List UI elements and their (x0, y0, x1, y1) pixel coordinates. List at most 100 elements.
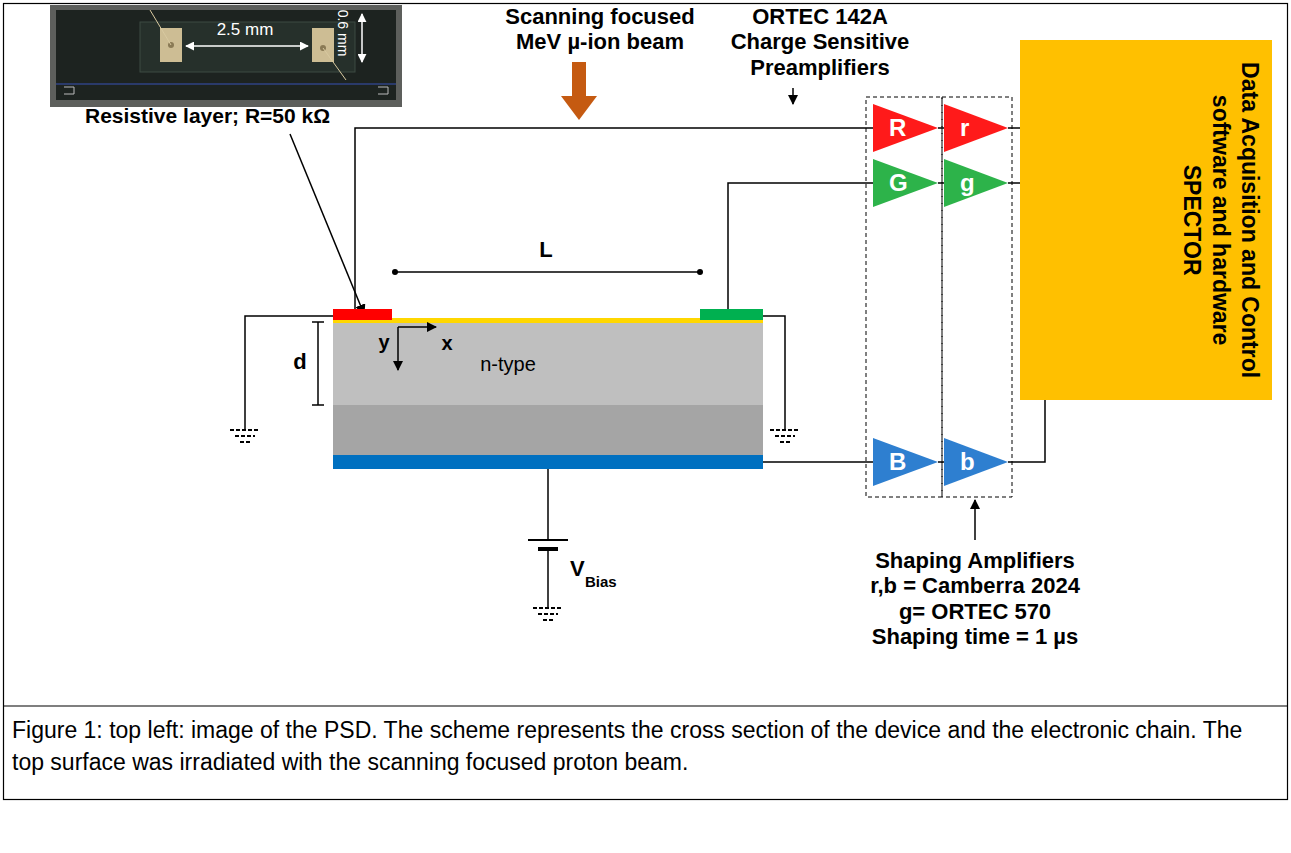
ground-symbol (240, 441, 250, 443)
axis-label: x (441, 332, 452, 355)
amplifier-triangle-fill (944, 104, 1008, 152)
leader-line (290, 134, 364, 314)
signal-wire (763, 461, 873, 463)
callout-label: Resistive layer; R=50 kΩ (85, 104, 330, 128)
dashed-group-box (866, 97, 942, 497)
amplifier-triangle-fill (873, 104, 938, 152)
dimension-arrow (361, 14, 363, 62)
dimension-label: L (539, 237, 552, 262)
amplifier-triangle-fill (873, 438, 938, 486)
dimension-line (395, 271, 700, 273)
label-holder: d (293, 349, 306, 374)
chip-mark (378, 87, 388, 94)
box-text: Data Acquisition and Control software an… (1178, 50, 1264, 390)
dimension-label: 0.6 mm (335, 10, 351, 57)
signal-connector (1008, 400, 1045, 462)
amplifier-letter: R (889, 114, 906, 142)
signal-connector (938, 461, 944, 463)
label-holder: Shaping Amplifiers r,b = Camberra 2024 g… (864, 548, 1086, 649)
shaping-amplifier-triangle: b (944, 438, 1008, 486)
chip-mark (64, 87, 74, 94)
caption-divider (4, 705, 1288, 706)
ground-symbol (533, 607, 563, 609)
shaping-amplifier-triangle: r (944, 104, 1008, 152)
figure-caption: Figure 1: top left: image of the PSD. Th… (12, 714, 1278, 778)
axis-label: y (378, 331, 389, 354)
dimension-line (317, 322, 319, 405)
signal-wire (728, 183, 873, 309)
preamplifier-triangle: G (873, 159, 938, 207)
contact-pad (312, 28, 334, 62)
preamplifier-triangle: B (873, 438, 938, 486)
label-holder: L (539, 237, 552, 262)
bias-wire (547, 469, 549, 540)
figure-frame (4, 4, 1288, 800)
bond-wire (150, 10, 171, 45)
battery-symbol (528, 539, 568, 541)
amplifier-triangle-fill (944, 159, 1008, 207)
axis-arrow (397, 327, 399, 370)
label-holder: V (570, 556, 585, 581)
ground-symbol (538, 613, 558, 615)
amplifier-triangle-fill (944, 438, 1008, 486)
triangle-outline (944, 159, 1008, 207)
ground-symbol (775, 435, 795, 437)
dimension-label: d (293, 349, 306, 374)
shaping-label: Shaping Amplifiers r,b = Camberra 2024 g… (864, 548, 1086, 649)
n-type-layer (333, 322, 763, 405)
voltage-subscript: Bias (585, 573, 617, 590)
ground-symbol (780, 441, 790, 443)
pointer-arrow (792, 88, 794, 104)
signal-wire (355, 128, 873, 309)
triangle-outline (944, 438, 1008, 486)
voltage-symbol: V (570, 556, 585, 581)
signal-connector (1008, 127, 1020, 129)
pointer-arrow (974, 500, 976, 540)
green-contact (700, 309, 763, 320)
triangle-outline (944, 104, 1008, 152)
n-type-region: n-type (333, 324, 763, 405)
dimension-end (312, 321, 324, 323)
ground-symbol (543, 619, 553, 621)
signal-connector (938, 182, 944, 184)
amplifier-letter: r (960, 114, 969, 142)
ground-symbol (230, 429, 260, 431)
label-holder: Resistive layer; R=50 kΩ (85, 104, 330, 128)
label-holder: x (441, 332, 452, 355)
label-holder: 0.6 mm (335, 10, 351, 57)
ground-wire (245, 316, 333, 430)
label-holder: Bias (585, 573, 617, 590)
amplifier-triangle-fill (873, 159, 938, 207)
label-holder: 2.5 mm (217, 20, 274, 40)
bias-wire (547, 549, 549, 608)
back-electrode (333, 455, 763, 469)
amplifier-letter: G (889, 169, 908, 197)
label-holder: ORTEC 142A Charge Sensitive Preamplifier… (727, 4, 914, 80)
caption-holder: Figure 1: top left: image of the PSD. Th… (12, 714, 1278, 778)
preamplifier-triangle: R (873, 104, 938, 152)
amplifier-letter: g (960, 169, 975, 197)
daq-box: Data Acquisition and Control software an… (1020, 40, 1272, 400)
resistive-layer (333, 318, 763, 323)
label-holder: Scanning focused MeV µ-ion beam (500, 4, 700, 55)
dimension-end (392, 269, 398, 275)
ground-wire (763, 316, 785, 430)
ground-symbol (770, 429, 800, 431)
chip-photo (56, 10, 396, 100)
region-label: n-type (480, 353, 536, 376)
photo-background (50, 5, 402, 107)
signal-connector (938, 127, 944, 129)
chip-edge-line (56, 83, 396, 85)
shaping-amplifier-triangle: g (944, 159, 1008, 207)
ground-symbol (235, 435, 255, 437)
axis-arrow (398, 326, 436, 328)
dimension-arrow (186, 45, 308, 47)
dimension-end (697, 269, 703, 275)
preamp-label: ORTEC 142A Charge Sensitive Preamplifier… (727, 4, 914, 80)
substrate-layer (333, 405, 763, 455)
amplifier-letter: B (889, 448, 906, 476)
beam-arrow (561, 62, 597, 120)
beam-label: Scanning focused MeV µ-ion beam (500, 4, 700, 55)
signal-connector (1008, 182, 1020, 184)
